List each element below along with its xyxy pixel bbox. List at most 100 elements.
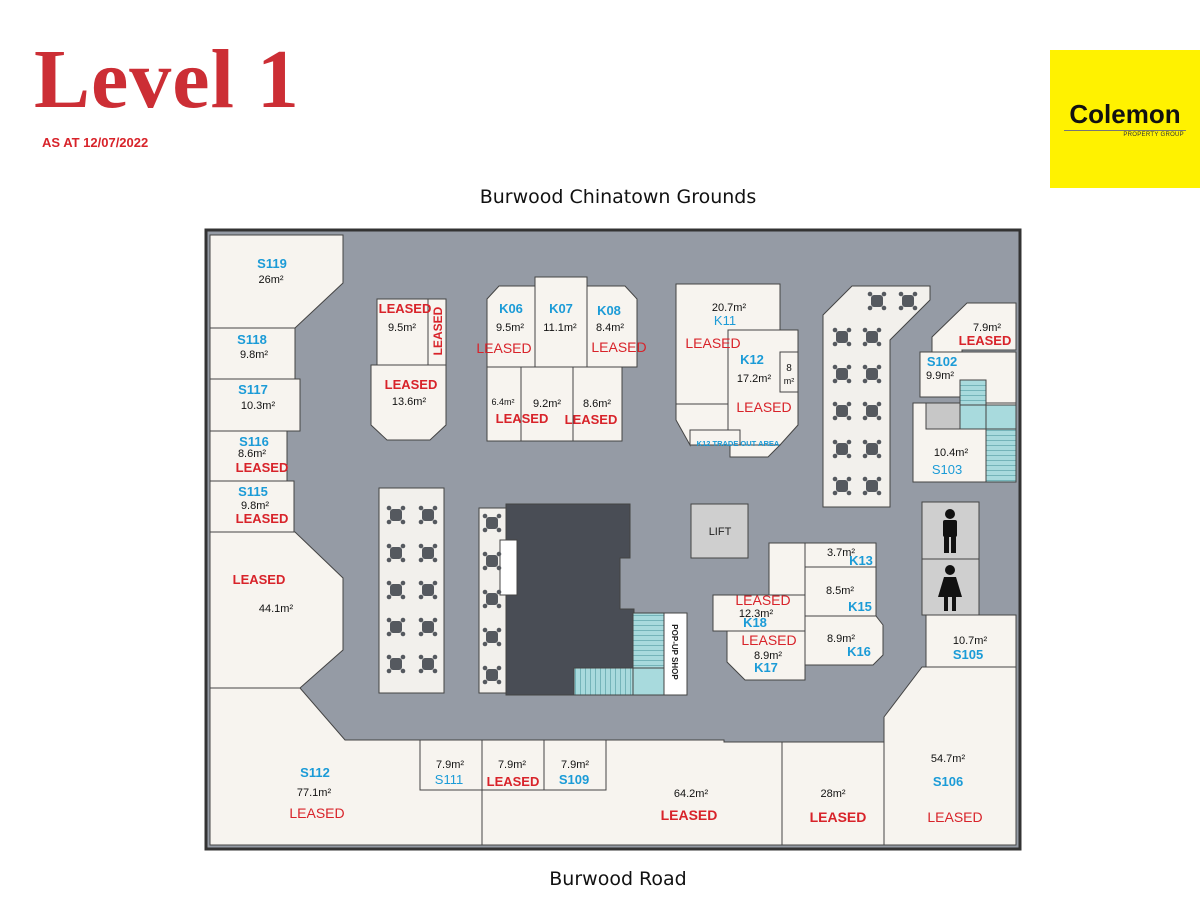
s103-area: 10.4m² [934, 447, 969, 459]
female-toilet-icon [938, 565, 962, 611]
popup-stair-2 [573, 667, 634, 696]
s112-id: S112 [300, 765, 330, 780]
popup-shop-box [663, 612, 688, 696]
colemon-logo: Colemon PROPERTY GROUP [1050, 50, 1200, 188]
shop-s106 [883, 666, 1017, 846]
s105-area: 10.7m² [953, 635, 988, 647]
k02-leased: LEASED [385, 377, 438, 392]
s113-area: 44.1m² [259, 603, 294, 615]
k16-id: K16 [847, 644, 871, 659]
s106-leased: LEASED [927, 809, 982, 825]
s107-leased: LEASED [810, 809, 867, 825]
as-at-date: AS AT 12/07/2022 [42, 135, 149, 150]
kiosk-k02 [370, 364, 447, 441]
k11-leased: LEASED [685, 335, 740, 351]
street-label-top: Burwood Chinatown Grounds [479, 186, 757, 208]
s116-area: 8.6m² [238, 448, 266, 460]
k12-extra-area: 8 [786, 363, 792, 374]
logo-rule [1064, 129, 1186, 131]
kiosk-k03 [572, 366, 623, 442]
k03-leased: LEASED [565, 412, 618, 427]
s116-id: S116 [239, 434, 269, 449]
k16-area: 8.9m² [827, 633, 855, 645]
k08-leased: LEASED [591, 339, 646, 355]
k06-area: 9.5m² [496, 322, 524, 334]
k02-area: 13.6m² [392, 396, 427, 408]
atrium-void [505, 503, 635, 696]
s115-area: 9.8m² [241, 500, 269, 512]
s102-id: S102 [927, 354, 957, 369]
k05-leased: LEASED [496, 411, 549, 426]
k08-id: K08 [597, 303, 621, 318]
kiosk-k04 [520, 366, 574, 442]
k17-id: K17 [754, 660, 778, 675]
k12-trade-out-label: K12 TRADE OUT AREA [697, 439, 780, 448]
k01b-leased: LEASED [431, 306, 445, 355]
shop-s110 [481, 739, 545, 791]
s103-stair [985, 404, 1017, 430]
void-ledge [499, 539, 518, 596]
logo-name: Colemon [1069, 98, 1181, 129]
s119-id: S119 [257, 256, 287, 271]
k11-area: 20.7m² [712, 302, 747, 314]
s110-area: 7.9m² [498, 759, 526, 771]
k03-area: 8.6m² [583, 398, 611, 410]
popup-shop [632, 667, 665, 696]
k15-id: K15 [848, 599, 872, 614]
s105-id: S105 [953, 647, 983, 662]
k17-area: 8.9m² [754, 650, 782, 662]
s118-id: S118 [237, 332, 267, 347]
s116-leased: LEASED [236, 460, 289, 475]
s111-area: 7.9m² [436, 759, 464, 771]
shop-s118 [209, 327, 296, 380]
k12-trade-lower [729, 444, 782, 458]
s102-area: 9.9m² [926, 370, 954, 382]
s103-stair-2 [985, 428, 1017, 483]
s103-store [925, 402, 961, 430]
s106-id: S106 [933, 774, 963, 789]
s112-leased: LEASED [289, 805, 344, 821]
s108-leased: LEASED [661, 807, 718, 823]
kiosk-k13 [804, 542, 877, 568]
logo-subtitle: PROPERTY GROUP [1123, 131, 1184, 138]
seating-east [822, 285, 931, 508]
k06-leased: LEASED [476, 340, 531, 356]
popup-stair [632, 612, 665, 669]
s107-area: 28m² [820, 788, 845, 800]
k04-area: 9.2m² [533, 398, 561, 410]
s117-area: 10.3m² [241, 400, 276, 412]
k07-area: 11.1m² [543, 322, 577, 334]
k07-id: K07 [549, 301, 573, 316]
kiosk-k17 [726, 630, 806, 681]
s101-leased: LEASED [959, 333, 1012, 348]
k13-area: 3.7m² [827, 547, 855, 559]
k17-leased: LEASED [741, 632, 796, 648]
s115-id: S115 [238, 484, 268, 499]
popup-shop-label: POP-UP SHOP [670, 624, 679, 680]
s115-leased: LEASED [236, 511, 289, 526]
s113-leased: LEASED [233, 572, 286, 587]
k13-id: K13 [849, 553, 873, 568]
k12-trade-strip [689, 429, 741, 446]
male-toilet-icon [943, 509, 957, 553]
level-title: Level 1 [34, 33, 300, 126]
s111-id: S111 [435, 772, 463, 787]
k12-leased: LEASED [736, 399, 791, 415]
shop-s119 [209, 234, 344, 329]
s106-area: 54.7m² [931, 753, 966, 765]
lift [690, 503, 749, 559]
k18-id: K18 [743, 615, 767, 630]
lift-label: LIFT [709, 526, 732, 538]
k01-leased: LEASED [379, 301, 432, 316]
s118-area: 9.8m² [240, 349, 268, 361]
k18-area: 12.3m² [739, 608, 774, 620]
k12-id: K12 [740, 352, 764, 367]
k05-area: 6.4m² [491, 397, 514, 407]
k12-area: 17.2m² [737, 373, 772, 385]
s102-stair [959, 379, 987, 406]
s119-area: 26m² [258, 274, 283, 286]
k01-area: 9.5m² [388, 322, 416, 334]
k18-leased: LEASED [735, 592, 790, 608]
s110-leased: LEASED [487, 774, 540, 789]
